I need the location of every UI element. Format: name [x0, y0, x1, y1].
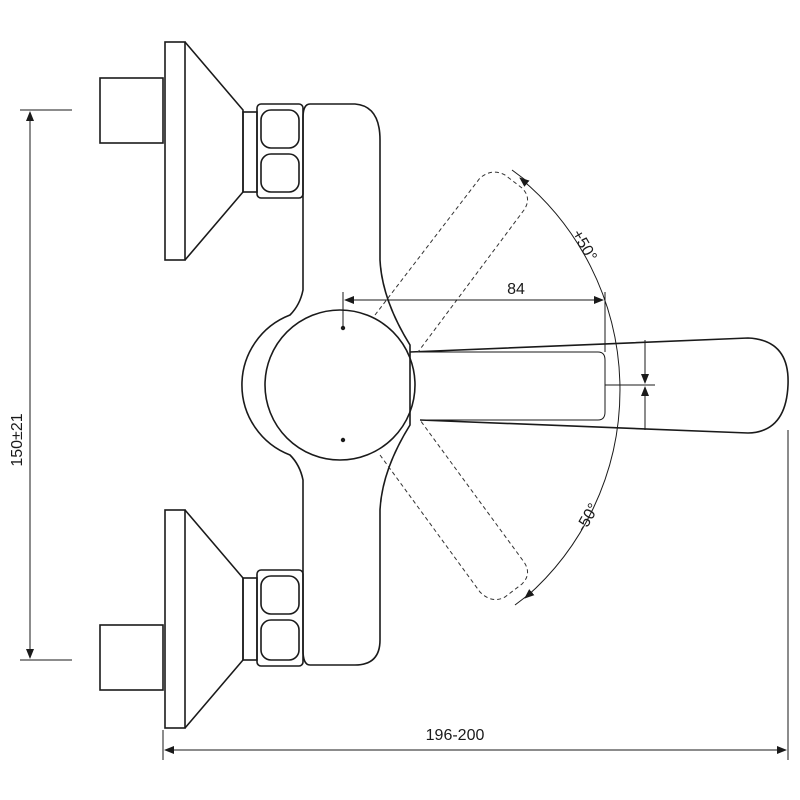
top-cone [184, 41, 244, 261]
bottom-nut [256, 569, 304, 667]
lever [409, 337, 789, 434]
bottom-cone [184, 509, 244, 729]
mixer-hub [264, 309, 416, 461]
top-flange [164, 41, 186, 261]
top-wall-connection [99, 41, 304, 261]
lever-position-minus50 [379, 419, 528, 601]
bottom-flange [164, 509, 186, 729]
mixer-body [241, 103, 411, 666]
top-pipe-stub [99, 77, 164, 144]
rotation-arc [519, 177, 621, 599]
height-label: 150±21 [9, 413, 26, 466]
top-nut [256, 103, 304, 199]
rotation-plus-label: +50° [568, 227, 599, 265]
lever-reach-label: 84 [507, 281, 525, 298]
bottom-pipe-stub [99, 624, 164, 691]
width-label: 196-200 [426, 727, 485, 744]
rotation-minus-label: -50° [573, 501, 602, 535]
bottom-wall-connection [99, 509, 304, 729]
